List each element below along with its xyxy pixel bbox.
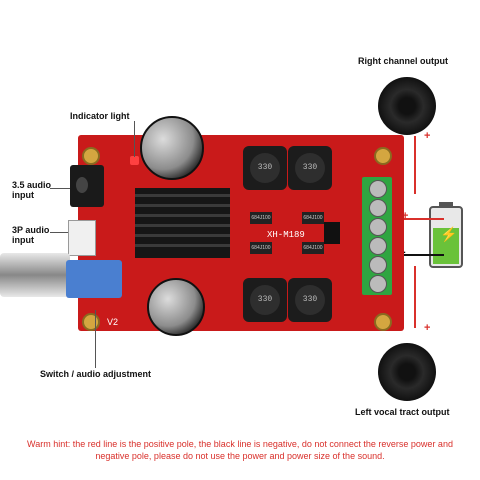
inductor: 330 bbox=[288, 278, 332, 322]
battery-icon: ⚡ bbox=[429, 202, 463, 268]
audio-35-input-label: 3.5 audio input bbox=[12, 180, 51, 201]
right-channel-output-label: Right channel output bbox=[358, 56, 448, 66]
resistor: 684J100 bbox=[250, 242, 272, 254]
resistor: 684J100 bbox=[302, 212, 324, 224]
inductor: 330 bbox=[288, 146, 332, 190]
wire-battery-red bbox=[396, 218, 444, 220]
board-model-label: XH-M189 bbox=[267, 230, 305, 240]
terminal-block bbox=[362, 177, 392, 295]
switch-leader bbox=[95, 310, 96, 368]
wire-right-red bbox=[414, 136, 416, 194]
battery-plus-sign: + bbox=[402, 210, 409, 222]
audio-35-input-line1: 3.5 audio bbox=[12, 180, 52, 190]
audio-35-leader bbox=[50, 188, 70, 189]
mounting-hole bbox=[82, 313, 100, 331]
indicator-light-label: Indicator light bbox=[70, 111, 130, 121]
switch-audio-adjustment-label: Switch / audio adjustment bbox=[40, 369, 152, 379]
indicator-led bbox=[130, 156, 139, 165]
wire-left-red bbox=[414, 266, 416, 328]
inductor: 330 bbox=[243, 146, 287, 190]
mounting-hole bbox=[82, 147, 100, 165]
amplifier-board bbox=[78, 135, 404, 331]
audio-jack-35 bbox=[70, 165, 104, 207]
audio-35-input-line2: input bbox=[12, 190, 34, 201]
inductor: 330 bbox=[243, 278, 287, 322]
potentiometer bbox=[66, 260, 122, 298]
audio-3p-input-line1: 3P audio bbox=[12, 225, 50, 235]
audio-3p-input-label: 3P audio input bbox=[12, 225, 49, 246]
left-speaker-icon bbox=[378, 343, 436, 401]
audio-3p-leader bbox=[50, 232, 68, 233]
right-plus-sign: + bbox=[424, 130, 431, 142]
resistor: 684J100 bbox=[302, 242, 324, 254]
capacitor-top bbox=[140, 116, 204, 180]
board-version-label: V2 bbox=[107, 317, 119, 327]
audio-3p-input-line2: input bbox=[12, 235, 34, 246]
mounting-hole bbox=[374, 313, 392, 331]
wire-battery-black bbox=[396, 254, 444, 256]
left-vocal-tract-output-label: Left vocal tract output bbox=[355, 407, 450, 417]
heatsink bbox=[135, 188, 230, 258]
warning-text: Warm hint: the red line is the positive … bbox=[27, 439, 453, 462]
left-plus-sign: + bbox=[424, 322, 431, 334]
connector-3p bbox=[68, 220, 96, 256]
capacitor-bottom bbox=[147, 278, 205, 336]
mounting-hole bbox=[374, 147, 392, 165]
indicator-leader bbox=[134, 121, 135, 157]
volume-knob bbox=[0, 253, 70, 297]
resistor: 684J100 bbox=[250, 212, 272, 224]
ic-chip bbox=[324, 222, 340, 244]
right-speaker-icon bbox=[378, 77, 436, 135]
